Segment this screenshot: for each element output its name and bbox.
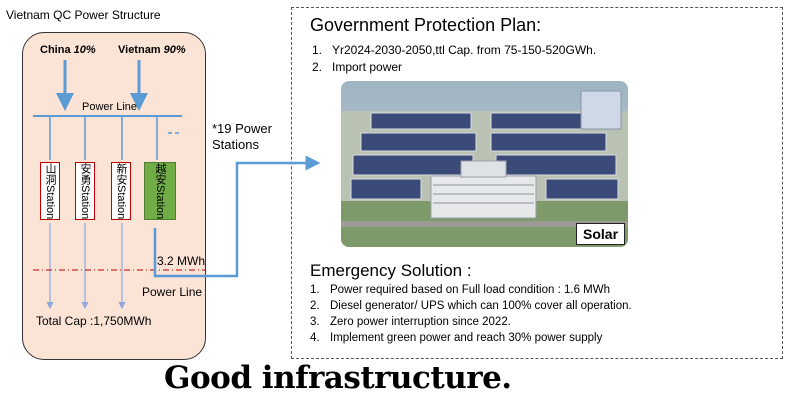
highlighted-station-box: 越安Station xyxy=(144,162,176,220)
emergency-title: Emergency Solution : xyxy=(310,261,472,280)
emergency-list: 1.Power required based on Full load cond… xyxy=(310,282,632,346)
government-plan-title: Government Protection Plan: xyxy=(310,15,542,35)
solar-label: Solar xyxy=(576,223,626,245)
government-plan-list: 1.Yr2024-2030-2050,ttl Cap. from 75-150-… xyxy=(312,42,596,76)
supplier-vietnam: Vietnam 90% xyxy=(118,44,186,56)
solar-plant-photo xyxy=(341,81,628,247)
list-item: 1.Yr2024-2030-2050,ttl Cap. from 75-150-… xyxy=(312,43,597,57)
footer-slogan: Good infrastructure. xyxy=(164,360,512,396)
connection-value: 3.2 MWh xyxy=(157,254,206,268)
total-capacity: Total Cap :1,750MWh xyxy=(36,314,152,328)
power-line-label: Power Line xyxy=(82,101,138,113)
station-box: 安勇Station xyxy=(75,162,95,220)
list-item: 2.Diesel generator/ UPS which can 100% c… xyxy=(310,300,632,312)
station-box: 山洞Station xyxy=(40,162,60,220)
plant-to-plan-arrow xyxy=(153,155,321,278)
list-item: 2.Import power xyxy=(312,60,403,74)
list-item: 3.Zero power interruption since 2022. xyxy=(310,316,511,328)
power-line-bottom-label: Power Line xyxy=(142,285,203,299)
diagram-title: Vietnam QC Power Structure xyxy=(6,8,161,22)
list-item: 1.Power required based on Full load cond… xyxy=(310,284,610,296)
station-box: 新安Station xyxy=(111,162,131,220)
stations-note: *19 Power Stations xyxy=(212,121,272,152)
supplier-china: China 10% xyxy=(40,44,96,56)
list-item: 4.Implement green power and reach 30% po… xyxy=(310,332,603,344)
